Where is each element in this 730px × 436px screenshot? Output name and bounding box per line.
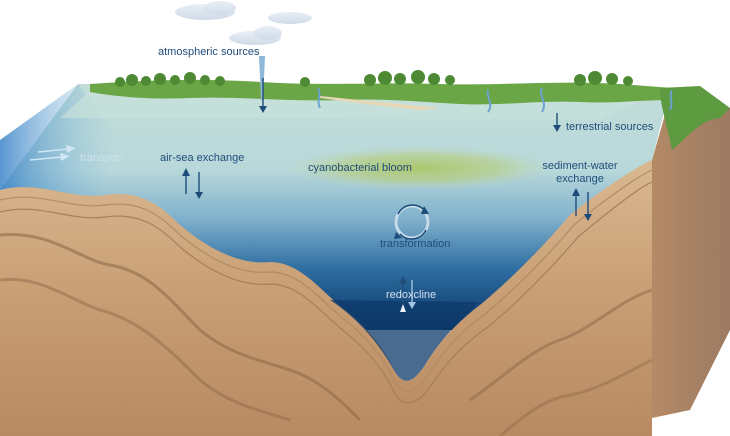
clouds	[175, 1, 312, 45]
bloom-patch	[285, 146, 555, 190]
sediment-water-arrows	[572, 188, 592, 221]
label-sediment-water-line1: sediment-water	[542, 160, 618, 172]
label-terrestrial-sources: terrestrial sources	[566, 121, 654, 133]
label-sediment-water-line2: exchange	[556, 173, 604, 185]
label-transport: transport	[80, 152, 124, 164]
sediment-layers	[0, 169, 653, 436]
label-transformation: transformation	[380, 238, 451, 250]
label-air-sea-exchange: air-sea exchange	[160, 152, 245, 164]
terrestrial-arrow	[553, 113, 561, 132]
label-cyanobacterial-bloom: cyanobacterial bloom	[308, 162, 412, 174]
shoreline-land	[90, 70, 730, 150]
arrows	[29, 56, 592, 312]
label-sediment-water-exchange: sediment-water exchange	[538, 160, 622, 186]
label-redoxcline: redoxcline	[386, 289, 437, 301]
redoxcline-arrows	[399, 276, 416, 312]
label-atmospheric-sources: atmospheric sources	[158, 46, 260, 58]
sediment-basin	[0, 160, 652, 436]
transport-arrows	[29, 145, 76, 161]
deep-water	[330, 300, 480, 381]
transformation-cycle	[394, 204, 430, 240]
atmospheric-arrow	[259, 56, 267, 113]
block-side-face	[652, 90, 730, 418]
air-sea-arrows	[182, 168, 203, 199]
